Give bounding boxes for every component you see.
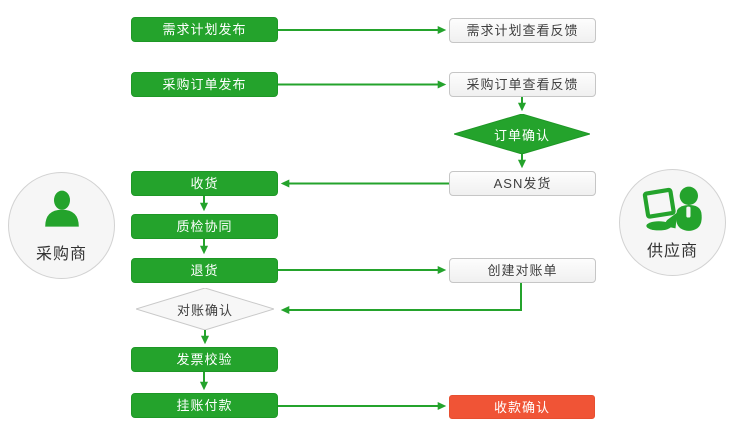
node-order-confirm-label: 订单确认 bbox=[493, 127, 550, 143]
node-receipt-confirm: 收款确认 bbox=[449, 395, 595, 419]
actor-buyer-label: 采购商 bbox=[35, 245, 87, 263]
person-bust-icon bbox=[44, 190, 79, 227]
node-asn-ship: ASN发货 bbox=[449, 171, 596, 196]
node-statement-confirm-label: 对账确认 bbox=[176, 302, 233, 318]
actor-buyer: 采购商 bbox=[8, 172, 115, 279]
actor-supplier-label: 供应商 bbox=[646, 242, 698, 260]
node-quality-collab: 质检协同 bbox=[131, 214, 278, 239]
node-receiving: 收货 bbox=[131, 171, 278, 196]
diamond-shape bbox=[454, 114, 590, 154]
node-book-payment: 挂账付款 bbox=[131, 393, 278, 418]
diamond-shape bbox=[136, 288, 274, 330]
node-invoice-check: 发票校验 bbox=[131, 347, 278, 372]
node-returns: 退货 bbox=[131, 258, 278, 283]
person-with-laptop-icon bbox=[642, 186, 702, 231]
node-order-confirm: 订单确认 bbox=[454, 114, 590, 154]
node-po-publish: 采购订单发布 bbox=[131, 72, 278, 97]
node-statement-confirm: 对账确认 bbox=[136, 288, 274, 330]
node-demand-plan-publish: 需求计划发布 bbox=[131, 17, 278, 42]
node-create-statement: 创建对账单 bbox=[449, 258, 596, 283]
actor-supplier: 供应商 bbox=[619, 169, 726, 276]
node-demand-plan-feedback: 需求计划查看反馈 bbox=[449, 18, 596, 43]
node-po-feedback: 采购订单查看反馈 bbox=[449, 72, 596, 97]
